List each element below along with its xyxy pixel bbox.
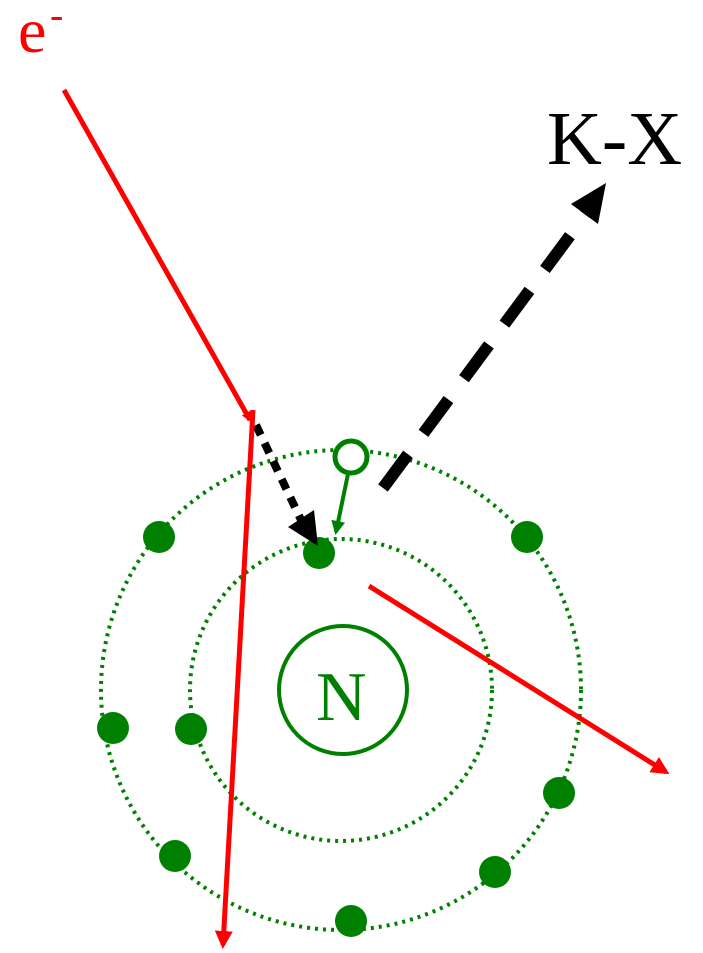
inner-shell [188, 537, 494, 843]
outer-electron [543, 777, 575, 809]
incident-electron-label: e - [18, 0, 63, 66]
vacancy-hole [332, 438, 370, 476]
interaction-arrow [252, 423, 318, 546]
incident-electron-path [61, 88, 253, 422]
interaction-arrow-shaft [252, 423, 306, 524]
kx-ray-label: K-X [547, 97, 682, 181]
outer-electron [511, 521, 543, 553]
kx-photon-arrow-shaft [378, 210, 591, 492]
inner-electron-filled-vacancy [303, 537, 335, 569]
outer-electron [159, 840, 191, 872]
outer-electron [97, 712, 129, 744]
ejected-electron-path [367, 583, 670, 775]
outer-electron [143, 521, 175, 553]
nucleus: N [277, 624, 409, 756]
electron-symbol: e [18, 0, 46, 66]
electron-transition-arrow [331, 473, 350, 535]
scattered-electron-path [214, 409, 256, 949]
interaction-arrowhead [288, 510, 318, 546]
kx-photon-arrow [378, 183, 606, 492]
kx-photon-arrowhead [571, 183, 606, 224]
nucleus-circle [277, 624, 409, 756]
outer-electron [479, 856, 511, 888]
nucleus-label: N [316, 659, 367, 736]
outer-electron [335, 905, 367, 937]
electron-charge: - [50, 0, 63, 37]
inner-electron [175, 713, 207, 745]
